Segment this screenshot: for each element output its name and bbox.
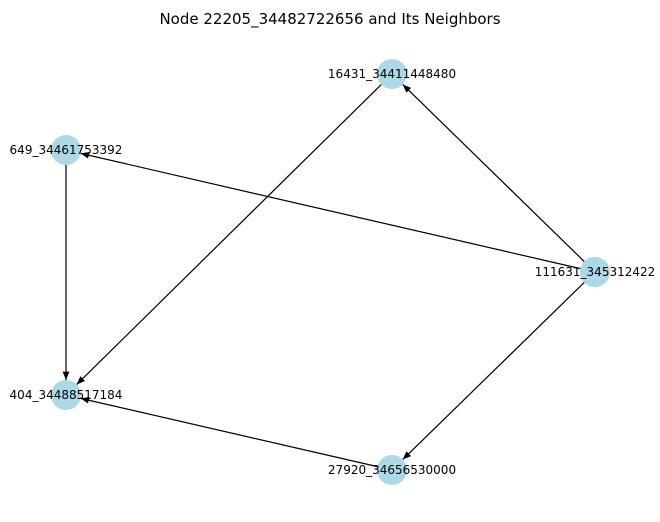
node-circle [51, 135, 81, 165]
node-label: 649_34461753392 [10, 143, 123, 157]
node-404: 404_34488517184 [10, 380, 123, 410]
node-649: 649_34461753392 [10, 135, 123, 165]
node-111631: 111631_345312422 [535, 257, 656, 287]
edge-16431-to-404 [76, 84, 382, 385]
edges-layer [62, 84, 585, 468]
node-circle [51, 380, 81, 410]
node-label: 27920_34656530000 [328, 463, 456, 477]
figure-title: Node 22205_34482722656 and Its Neighbors [159, 10, 500, 29]
node-27920: 27920_34656530000 [328, 455, 456, 485]
node-label: 111631_345312422 [535, 265, 656, 279]
node-label: 404_34488517184 [10, 388, 123, 402]
edge-111631-to-27920 [402, 282, 585, 460]
node-circle [580, 257, 610, 287]
node-circle [377, 59, 407, 89]
node-16431: 16431_34411448480 [328, 59, 456, 89]
edge-27920-to-404 [80, 396, 378, 468]
edge-111631-to-649 [80, 151, 581, 270]
node-label: 16431_34411448480 [328, 67, 456, 81]
edge-111631-to-16431 [402, 84, 585, 262]
node-circle [377, 455, 407, 485]
nodes-layer: 16431_34411448480 649_34461753392 111631_3… [10, 59, 656, 485]
